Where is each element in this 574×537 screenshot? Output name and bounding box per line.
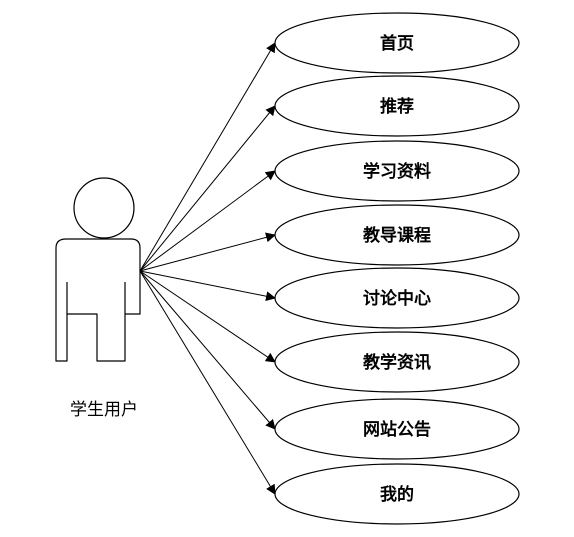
actor-name: 学生用户 — [70, 400, 138, 420]
association-arrow — [139, 270, 276, 302]
use-case-news[interactable]: 教学资讯 — [274, 331, 520, 393]
association-arrow — [139, 105, 276, 272]
use-case-ellipse — [274, 463, 520, 525]
use-case-label: 学习资料 — [363, 161, 431, 182]
actor-head — [73, 177, 135, 239]
use-case-label: 教导课程 — [362, 225, 431, 246]
use-case-study-materials[interactable]: 学习资料 — [274, 140, 520, 202]
use-case-ellipse — [274, 204, 520, 266]
association-arrow — [139, 42, 276, 272]
association-arrow — [139, 170, 276, 272]
use-case-label: 首页 — [380, 33, 414, 54]
use-case-mine[interactable]: 我的 — [274, 463, 520, 525]
use-case-home[interactable]: 首页 — [274, 12, 520, 74]
actor-figure — [55, 177, 141, 362]
use-case-label: 讨论中心 — [363, 288, 431, 309]
association-edges — [139, 42, 276, 495]
association-arrow — [139, 270, 276, 363]
use-case-label: 我的 — [380, 484, 414, 505]
use-case-ellipse — [274, 75, 520, 137]
use-case-ellipse — [274, 267, 520, 329]
association-arrow — [139, 270, 276, 430]
actor-body — [55, 238, 141, 362]
use-case-list: 首页 推荐 学习资料 教导课程 讨论中心 教学资讯 网站公告 我的 — [274, 12, 520, 525]
use-case-ellipse — [274, 12, 520, 74]
use-case-discussion[interactable]: 讨论中心 — [274, 267, 520, 329]
use-case-label: 推荐 — [380, 96, 414, 117]
association-arrow — [139, 270, 276, 495]
use-case-label: 教学资讯 — [362, 352, 431, 373]
use-case-ellipse — [274, 140, 520, 202]
use-case-recommend[interactable]: 推荐 — [274, 75, 520, 137]
use-case-label: 网站公告 — [363, 419, 431, 440]
use-case-announcements[interactable]: 网站公告 — [274, 398, 520, 460]
use-case-courses[interactable]: 教导课程 — [274, 204, 520, 266]
association-arrow — [139, 232, 276, 272]
use-case-ellipse — [274, 398, 520, 460]
use-case-ellipse — [274, 331, 520, 393]
